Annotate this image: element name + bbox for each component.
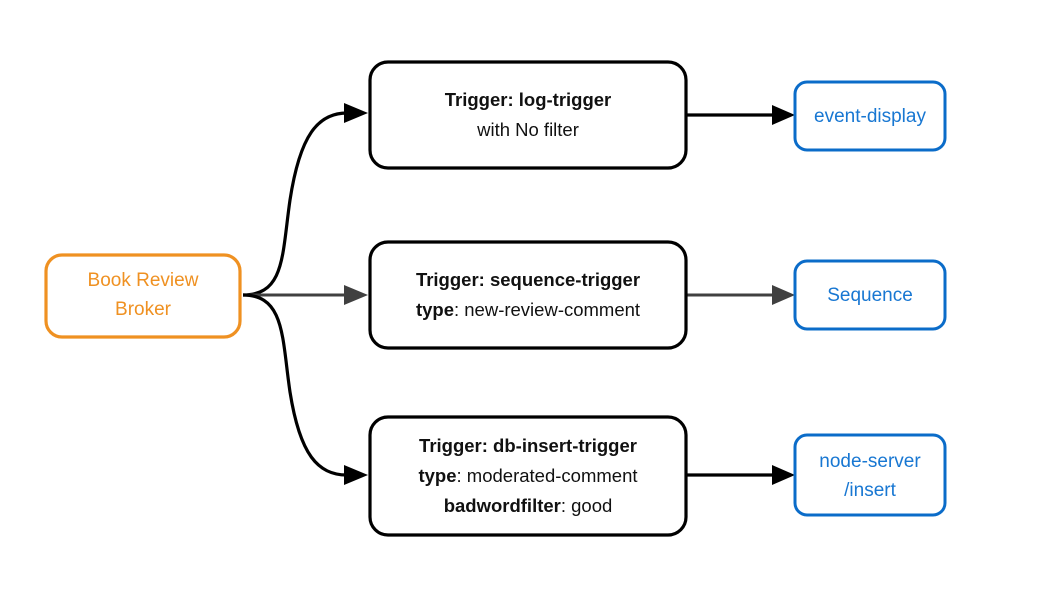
node-sequence[interactable]: Sequence bbox=[793, 259, 947, 331]
edge-sequence-trigger-to-sequence bbox=[686, 285, 795, 305]
sink-label-line1: node-server bbox=[819, 451, 921, 472]
edge-broker-to-log-trigger bbox=[242, 103, 368, 297]
trigger-line-1: Trigger: log-trigger bbox=[445, 89, 612, 110]
sink-box[interactable] bbox=[793, 80, 947, 152]
trigger-line-2-rest: : moderated-comment bbox=[457, 465, 638, 486]
broker-box[interactable] bbox=[44, 253, 242, 339]
broker-label-line2: Broker bbox=[115, 299, 172, 320]
trigger-line-3: badwordfilter: good bbox=[444, 495, 613, 516]
trigger-line-2-bold: type bbox=[418, 465, 456, 486]
trigger-line-1: Trigger: db-insert-trigger bbox=[419, 435, 637, 456]
node-log-trigger[interactable]: Trigger: log-trigger with No filter bbox=[368, 60, 688, 170]
broker-label-line1: Book Review bbox=[88, 270, 199, 291]
trigger-line-1: Trigger: sequence-trigger bbox=[416, 269, 640, 290]
edge-broker-to-sequence-trigger bbox=[243, 285, 368, 305]
arrowhead-icon bbox=[772, 465, 795, 485]
sink-label-line1: event-display bbox=[814, 106, 926, 127]
sink-label-line1: Sequence bbox=[827, 285, 913, 306]
trigger-line-2: with No filter bbox=[476, 119, 579, 140]
trigger-box[interactable] bbox=[368, 60, 688, 170]
edges-layer bbox=[242, 103, 795, 485]
trigger-line-2-bold: type bbox=[416, 299, 454, 320]
edge-path bbox=[242, 293, 348, 477]
arrowhead-icon bbox=[344, 285, 368, 305]
trigger-line-2-rest: : new-review-comment bbox=[454, 299, 640, 320]
trigger-box[interactable] bbox=[368, 240, 688, 350]
trigger-line-2-rest: with No filter bbox=[476, 119, 579, 140]
arrowhead-icon bbox=[772, 105, 795, 125]
trigger-line-3-rest: : good bbox=[561, 495, 612, 516]
edge-broker-to-db-insert-trigger bbox=[242, 293, 368, 485]
edge-log-trigger-to-event-display bbox=[686, 105, 795, 125]
sink-label-line2: /insert bbox=[844, 480, 896, 501]
trigger-box[interactable] bbox=[368, 415, 688, 537]
node-db-insert-trigger[interactable]: Trigger: db-insert-trigger type: moderat… bbox=[368, 415, 688, 537]
sink-box[interactable] bbox=[793, 433, 947, 517]
arrowhead-icon bbox=[772, 285, 795, 305]
trigger-line-3-bold: badwordfilter bbox=[444, 495, 561, 516]
arrowhead-icon bbox=[344, 465, 368, 485]
edge-db-insert-trigger-to-node-server bbox=[686, 465, 795, 485]
trigger-line-1-bold: Trigger: sequence-trigger bbox=[416, 269, 640, 290]
node-node-server-insert[interactable]: node-server /insert bbox=[793, 433, 947, 517]
trigger-line-2: type: moderated-comment bbox=[418, 465, 637, 486]
trigger-line-2: type: new-review-comment bbox=[416, 299, 640, 320]
arrowhead-icon bbox=[344, 103, 368, 123]
trigger-line-1-bold: Trigger: log-trigger bbox=[445, 89, 612, 110]
node-event-display[interactable]: event-display bbox=[793, 80, 947, 152]
node-book-review-broker[interactable]: Book Review Broker bbox=[44, 253, 242, 339]
trigger-line-1-bold: Trigger: db-insert-trigger bbox=[419, 435, 637, 456]
node-sequence-trigger[interactable]: Trigger: sequence-trigger type: new-revi… bbox=[368, 240, 688, 350]
sink-box[interactable] bbox=[793, 259, 947, 331]
edge-path bbox=[242, 111, 348, 297]
